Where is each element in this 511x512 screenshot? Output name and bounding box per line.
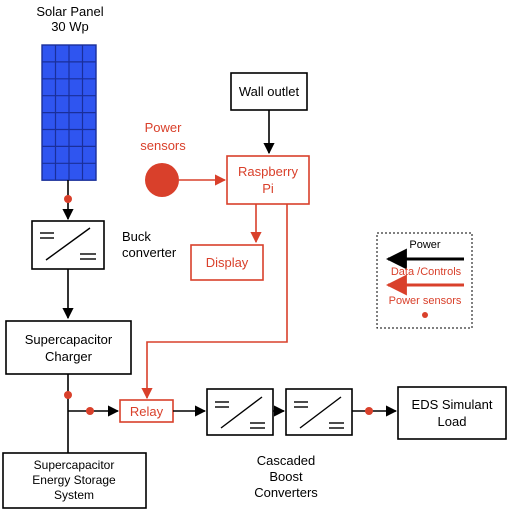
eds-load-label-line1: EDS Simulant [412, 397, 493, 412]
power-sensor-dot [64, 195, 72, 203]
power-sensors-icon [145, 163, 179, 197]
dc-dc-converter-icon [294, 396, 344, 429]
legend-data-label: Data /Controls [391, 266, 462, 278]
supercap-charger-label-line2: Charger [45, 349, 93, 364]
display-label: Display [206, 255, 249, 270]
supercap-charger-label-line1: Supercapacitor [25, 332, 113, 347]
relay-label: Relay [130, 404, 164, 419]
power-sensor-dot [86, 407, 94, 415]
storage-label-line2: Energy Storage [32, 473, 116, 487]
buck-converter-label-line1: Buck [122, 229, 151, 244]
solar-panel-title-line2: 30 Wp [51, 19, 89, 34]
legend-sensor-dot [422, 312, 428, 318]
control-link-pi-relay [141, 204, 288, 400]
boost-label-line1: Cascaded [257, 453, 316, 468]
power-sensor-dot [365, 407, 373, 415]
buck-converter-box [31, 220, 105, 270]
storage-label-line3: System [54, 488, 94, 502]
boost-label-line3: Converters [254, 485, 318, 500]
legend-power-label: Power [409, 239, 441, 251]
display-box [190, 244, 264, 281]
solar-panel-title-line1: Solar Panel [36, 4, 103, 19]
power-sensors-label-line2: sensors [140, 138, 186, 153]
raspberry-pi-label-line2: Pi [262, 181, 274, 196]
eds-load-box [397, 386, 507, 440]
legend-sensors-label: Power sensors [389, 295, 462, 307]
dc-dc-converter-icon [40, 227, 96, 261]
boost-label-line2: Boost [269, 469, 303, 484]
wall-outlet-label: Wall outlet [239, 84, 300, 99]
power-sensor-dot [64, 391, 72, 399]
raspberry-pi-box [226, 155, 310, 205]
supercap-charger-box [5, 320, 132, 375]
eds-load-label-line2: Load [438, 414, 467, 429]
solar-panel-icon [41, 44, 97, 181]
storage-label-line1: Supercapacitor [34, 458, 115, 472]
buck-converter-label-line2: converter [122, 245, 177, 260]
storage-box [2, 452, 147, 509]
dc-dc-converter-icon [215, 396, 265, 429]
power-sensors-label-line1: Power [145, 120, 183, 135]
raspberry-pi-label-line1: Raspberry [238, 164, 298, 179]
wall-outlet-box [230, 72, 308, 111]
